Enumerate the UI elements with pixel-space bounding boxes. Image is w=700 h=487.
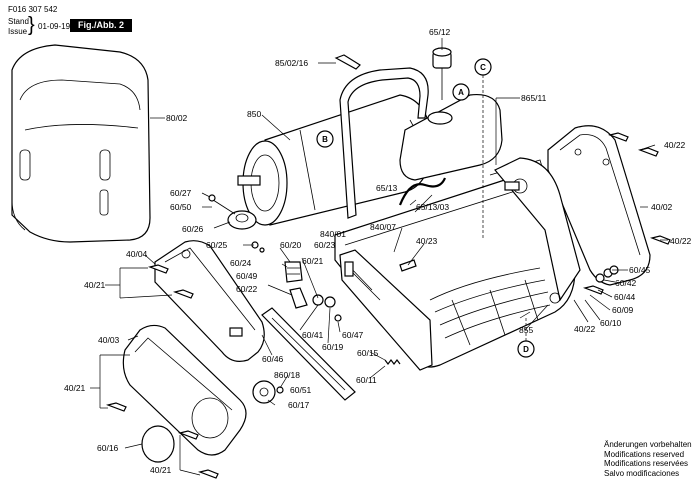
callout-d: D [517, 318, 535, 358]
label-65-13-03: 65/13/03 [416, 202, 449, 212]
svg-text:A: A [458, 88, 464, 97]
label-40-02: 40/02 [651, 202, 673, 212]
label-60-49: 60/49 [236, 271, 258, 281]
label-60-41: 60/41 [302, 330, 324, 340]
leader-lines [90, 38, 668, 476]
notice-en: Modifications reserved [604, 449, 685, 459]
stand-label: Stand [8, 17, 29, 26]
figure-badge: Fig./Abb. 2 [70, 19, 132, 32]
label-40-21-upper: 40/21 [84, 280, 106, 290]
label-60-50: 60/50 [170, 202, 192, 212]
label-840-07: 840/07 [370, 222, 396, 232]
label-60-16: 60/16 [97, 443, 119, 453]
label-40-22-mid: 40/22 [670, 236, 692, 246]
knob-part [208, 194, 265, 253]
label-85-02-16: 85/02/16 [275, 58, 308, 68]
svg-text:B: B [322, 135, 328, 144]
label-855: 855 [519, 325, 533, 335]
label-60-46: 60/46 [262, 354, 284, 364]
callout-c: C [474, 58, 492, 240]
screws [105, 54, 671, 479]
label-850: 850 [247, 109, 261, 119]
reel-part [429, 267, 551, 346]
label-865-11: 865/11 [521, 93, 547, 103]
issue-date: 01-09-19 [38, 22, 71, 31]
part-labels: 80/02 85/02/16 65/12 865/11 850 60/27 60… [64, 27, 692, 475]
label-60-24: 60/24 [230, 258, 252, 268]
grass-box-part [11, 44, 151, 243]
notice-de: Änderungen vorbehalten [604, 440, 692, 449]
label-40-23: 40/23 [416, 236, 438, 246]
label-40-22-top: 40/22 [664, 140, 686, 150]
label-60-15: 60/15 [357, 348, 379, 358]
drawing-code: F016 307 542 [8, 5, 58, 14]
label-40-03: 40/03 [98, 335, 120, 345]
notice-fr: Modifications reservées [604, 459, 689, 468]
label-60-42: 60/42 [615, 278, 637, 288]
label-60-47: 60/47 [342, 330, 364, 340]
spindle-part [284, 261, 342, 322]
label-40-21-middle: 40/21 [64, 383, 86, 393]
label-60-23: 60/23 [314, 240, 336, 250]
left-upper-cover-part [154, 240, 265, 362]
notice-es: Salvo modificaciones [604, 468, 680, 478]
label-60-51: 60/51 [290, 385, 312, 395]
label-80-02: 80/02 [166, 113, 188, 123]
svg-text:C: C [480, 63, 486, 72]
label-60-09: 60/09 [612, 305, 634, 315]
label-60-20: 60/20 [280, 240, 302, 250]
label-40-22-low: 40/22 [574, 324, 596, 334]
brace: } [28, 14, 35, 36]
left-lower-cover-part [122, 324, 247, 456]
label-860-18: 860/18 [274, 370, 300, 380]
callout-a: A [452, 83, 470, 101]
label-60-26: 60/26 [182, 224, 204, 234]
washer-part [252, 380, 284, 404]
modifications-notice: Änderungen vorbehalten Modifications res… [604, 440, 692, 478]
label-60-44: 60/44 [614, 292, 636, 302]
label-840-01: 840/01 [320, 229, 346, 239]
label-60-25: 60/25 [206, 240, 228, 250]
label-40-04: 40/04 [126, 249, 148, 259]
label-65-12: 65/12 [429, 27, 451, 37]
label-60-11: 60/11 [356, 375, 377, 385]
label-60-21: 60/21 [302, 256, 324, 266]
hose-part [398, 177, 447, 206]
issue-label: Issue [8, 27, 28, 36]
label-60-27: 60/27 [170, 188, 192, 198]
label-65-13: 65/13 [376, 183, 398, 193]
label-60-10: 60/10 [600, 318, 622, 328]
tank-part [399, 47, 503, 181]
spring-part [384, 359, 401, 365]
adjust-plate-part [339, 249, 433, 371]
label-40-21-bottom: 40/21 [150, 465, 172, 475]
callout-b: B [316, 130, 334, 148]
svg-text:D: D [523, 345, 529, 354]
label-60-19: 60/19 [322, 342, 344, 352]
label-60-17: 60/17 [288, 400, 310, 410]
label-60-22: 60/22 [236, 284, 258, 294]
label-60-45: 60/45 [629, 265, 651, 275]
disc-part [141, 425, 175, 463]
